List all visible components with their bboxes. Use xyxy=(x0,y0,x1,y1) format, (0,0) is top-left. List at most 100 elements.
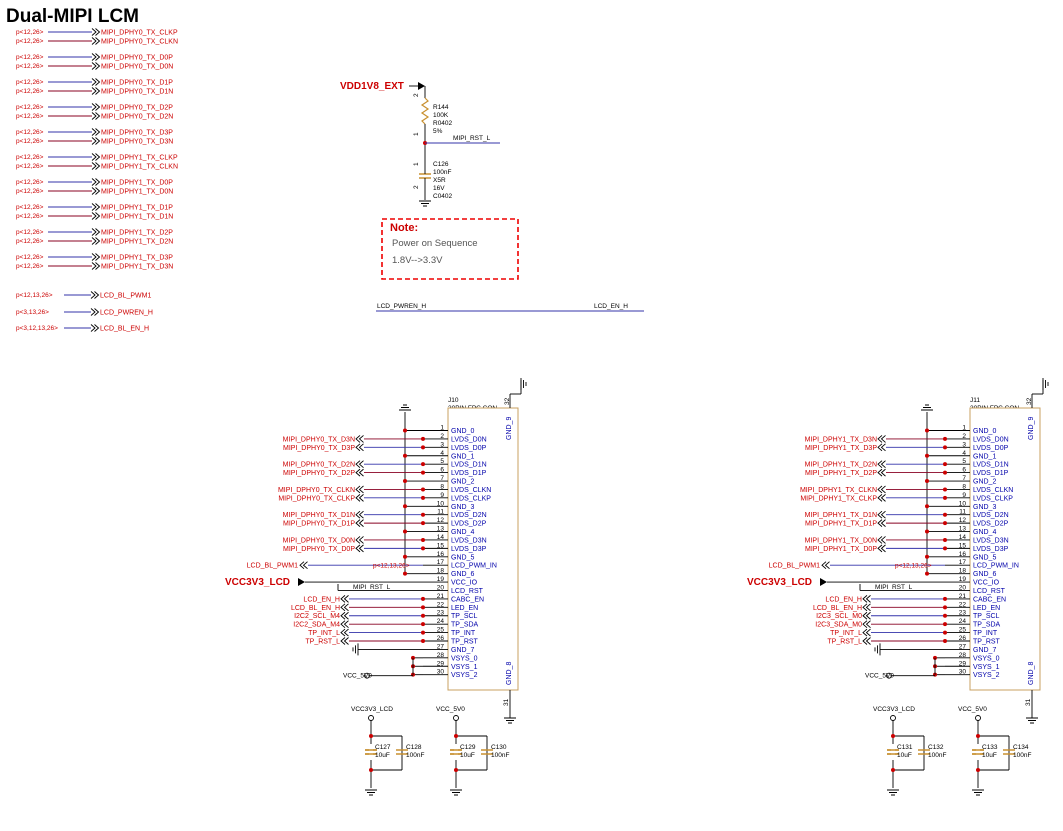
signal-net-label: TP_RST_L xyxy=(305,639,340,646)
signal-net-label: MIPI_DPHY1_TX_CLKP xyxy=(800,495,877,502)
signal-junction xyxy=(421,521,425,526)
ctrl-net-label: LCD_PWREN_H xyxy=(100,310,153,317)
offpage-connector-icon xyxy=(91,212,101,220)
signal-net-label: MIPI_DPHY0_TX_D2N xyxy=(283,462,355,469)
pin-number: 15 xyxy=(959,542,967,549)
signal-junction xyxy=(943,495,947,500)
signal-net-label: MIPI_DPHY1_TX_D3N xyxy=(805,436,877,443)
signal-net-label: I2C2_SCL_M4 xyxy=(294,613,340,620)
gnd-junction xyxy=(403,504,407,509)
pin-number: 12 xyxy=(437,517,445,524)
offpage-connector-icon xyxy=(91,253,101,261)
pin-name-label: GND_3 xyxy=(451,504,474,511)
pin-number: 10 xyxy=(437,500,445,507)
cap-b-value: 100nF xyxy=(928,752,946,759)
c126-attr: X5R xyxy=(433,177,446,184)
pin-number: 30 xyxy=(959,669,967,676)
pin-name-label: TP_SDA xyxy=(973,622,1001,629)
signal-junction xyxy=(421,537,425,542)
signal-net-label: LCD_EN_H xyxy=(303,596,340,603)
offpage-connector-icon xyxy=(355,510,364,519)
signal-net-label: MIPI_DPHY1_TX_D1N xyxy=(805,512,877,519)
pin-name-label: LCD_PWM_IN xyxy=(451,563,497,570)
pin-number: 24 xyxy=(437,618,445,625)
capacitor-icon xyxy=(365,749,377,755)
pin-number: 4 xyxy=(962,450,966,457)
pin-name-label: GND_4 xyxy=(451,529,474,536)
pin-name-label: LVDS_CLKN xyxy=(451,487,491,494)
cap-a-ref: C131 xyxy=(897,744,913,751)
pin-number: 5 xyxy=(440,458,444,465)
cap-ground-icon xyxy=(450,789,462,796)
pin-number: 13 xyxy=(959,526,967,533)
signal-net-label: TP_INT_L xyxy=(830,630,862,637)
pin-name-label: LVDS_D1P xyxy=(973,470,1009,477)
pin-number: 15 xyxy=(437,542,445,549)
res-pin-2: 2 xyxy=(413,93,420,97)
ground-icon xyxy=(419,200,431,207)
pin-number: 3 xyxy=(440,441,444,448)
signal-junction xyxy=(421,495,425,500)
rst-net-label: MIPI_RST_L xyxy=(875,584,913,591)
offpage-connector-icon xyxy=(355,460,364,469)
power-enable-left-label: LCD_PWREN_H xyxy=(377,303,426,310)
capacitor-c126-icon xyxy=(419,173,431,179)
signal-junction xyxy=(943,512,947,517)
pin-name-label: LED_EN xyxy=(451,605,478,612)
pin-number: 20 xyxy=(959,584,967,591)
bl-pwm-ref: p<12,13,26> xyxy=(373,563,410,570)
pin-name-label: LVDS_D0N xyxy=(973,436,1009,443)
pin-number: 11 xyxy=(437,509,444,516)
res-pin-1: 1 xyxy=(413,132,420,136)
pin-name-label: LCD_RST xyxy=(973,588,1006,595)
vcc3v3-rail-label: VCC3V3_LCD xyxy=(747,577,812,588)
signal-junction xyxy=(421,546,425,551)
pin-name-label: GND_4 xyxy=(973,529,996,536)
pin-number: 1 xyxy=(440,425,444,432)
gnd-junction xyxy=(925,453,929,458)
cap-rail-port-icon xyxy=(453,715,459,721)
pin-name-label: TP_SDA xyxy=(451,622,479,629)
pin-name-label: TP_SCL xyxy=(451,613,478,620)
offpage-ref: p<12,26> xyxy=(16,154,44,161)
pin-gnd8-label: GND_8 xyxy=(1028,662,1035,685)
offpage-connector-icon xyxy=(355,544,364,553)
offpage-net-label: MIPI_DPHY1_TX_D2P xyxy=(101,230,173,237)
signal-junction xyxy=(421,639,425,643)
cap-rail-label: VCC_5V0 xyxy=(958,706,987,713)
pin-name-label: LVDS_D3N xyxy=(973,537,1009,544)
vcc3v3-arrow-icon xyxy=(298,578,305,587)
offpage-connector-icon xyxy=(340,603,349,612)
note-frame xyxy=(381,218,519,280)
offpage-connector-icon xyxy=(91,62,101,70)
gnd-bus-ground-icon xyxy=(921,404,933,411)
gnd8-ground-icon xyxy=(1026,717,1038,724)
pin-name-label: GND_1 xyxy=(451,453,474,460)
pin-number: 21 xyxy=(959,593,967,600)
connector-body xyxy=(447,407,519,691)
pin-32-number: 32 xyxy=(1026,397,1033,405)
offpage-connector-icon xyxy=(877,435,886,443)
signal-net-label: MIPI_DPHY1_TX_D0P xyxy=(805,546,877,553)
offpage-connector-icon xyxy=(355,536,364,544)
pin-number: 8 xyxy=(440,483,444,490)
pin-number: 16 xyxy=(959,551,967,558)
vcc5-port-icon xyxy=(364,672,370,679)
pin-number: 7 xyxy=(962,475,966,482)
signal-net-label: LCD_BL_EN_H xyxy=(291,605,340,612)
signal-junction xyxy=(421,605,425,610)
signal-net-label: LCD_EN_H xyxy=(825,596,862,603)
pin-32-number: 32 xyxy=(504,397,511,405)
offpage-connector-icon xyxy=(91,112,101,120)
gnd9-ground-icon xyxy=(1042,378,1049,390)
offpage-connector-icon xyxy=(91,137,101,145)
sheet-title: Dual-MIPI LCM xyxy=(6,6,139,27)
pin-name-label: GND_1 xyxy=(973,453,996,460)
cap-junction xyxy=(369,734,373,738)
offpage-connector-icon xyxy=(91,228,101,236)
gnd7-ground-icon xyxy=(352,643,359,656)
cap-b-value: 100nF xyxy=(1013,752,1031,759)
pin-name-label: LVDS_D0P xyxy=(451,445,487,452)
offpage-net-label: MIPI_DPHY0_TX_D3P xyxy=(101,130,173,137)
